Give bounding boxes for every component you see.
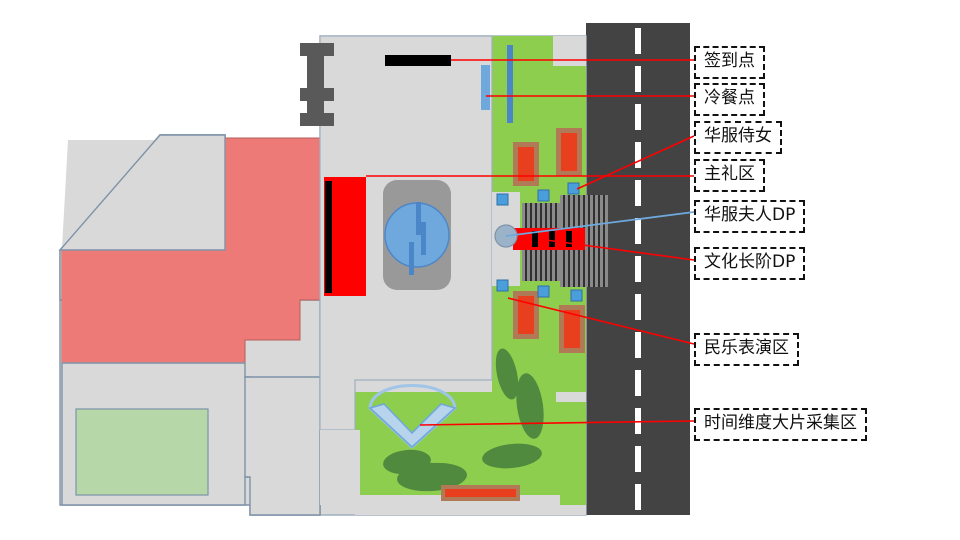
leader-lines [366,59,695,426]
trees [383,348,544,492]
bottom-plaza-margin [320,392,586,515]
south-carpet [441,485,520,501]
carpet-3 [513,291,539,339]
road-center-dashes [635,28,641,510]
gate-post-i-beam [300,43,334,126]
south-plaza-arm [244,376,321,516]
salmon-building [58,134,321,364]
leader-time-capture [419,420,695,426]
label-time-capture[interactable]: 时间维度大片采集区 [694,408,867,441]
leader-lady-dp [505,211,695,237]
leader-folk-music [507,297,695,345]
label-checkin[interactable]: 签到点 [694,46,765,79]
buffet-bar-marker [481,45,513,123]
label-attendants[interactable]: 华服侍女 [694,121,782,154]
camera-cone-marker [368,384,457,450]
label-buffet[interactable]: 冷餐点 [694,83,765,116]
label-main-rite[interactable]: 主礼区 [694,159,765,192]
performance-carpets [513,128,585,353]
soft-green-court [75,408,209,496]
checkin-desk-marker [385,55,451,66]
carpet-1 [513,142,539,186]
label-folk-music[interactable]: 民乐表演区 [694,333,799,366]
main-rite-carpet [324,177,366,296]
stage-platform [383,180,451,290]
label-stairs-dp[interactable]: 文化长阶DP [694,247,806,280]
leader-stairs-dp [545,239,695,261]
carpet-2 [556,128,582,176]
label-lady-dp[interactable]: 华服夫人DP [694,200,806,233]
leader-attendants [576,135,695,190]
carpet-4 [559,305,585,353]
southwest-court-block [61,362,251,506]
